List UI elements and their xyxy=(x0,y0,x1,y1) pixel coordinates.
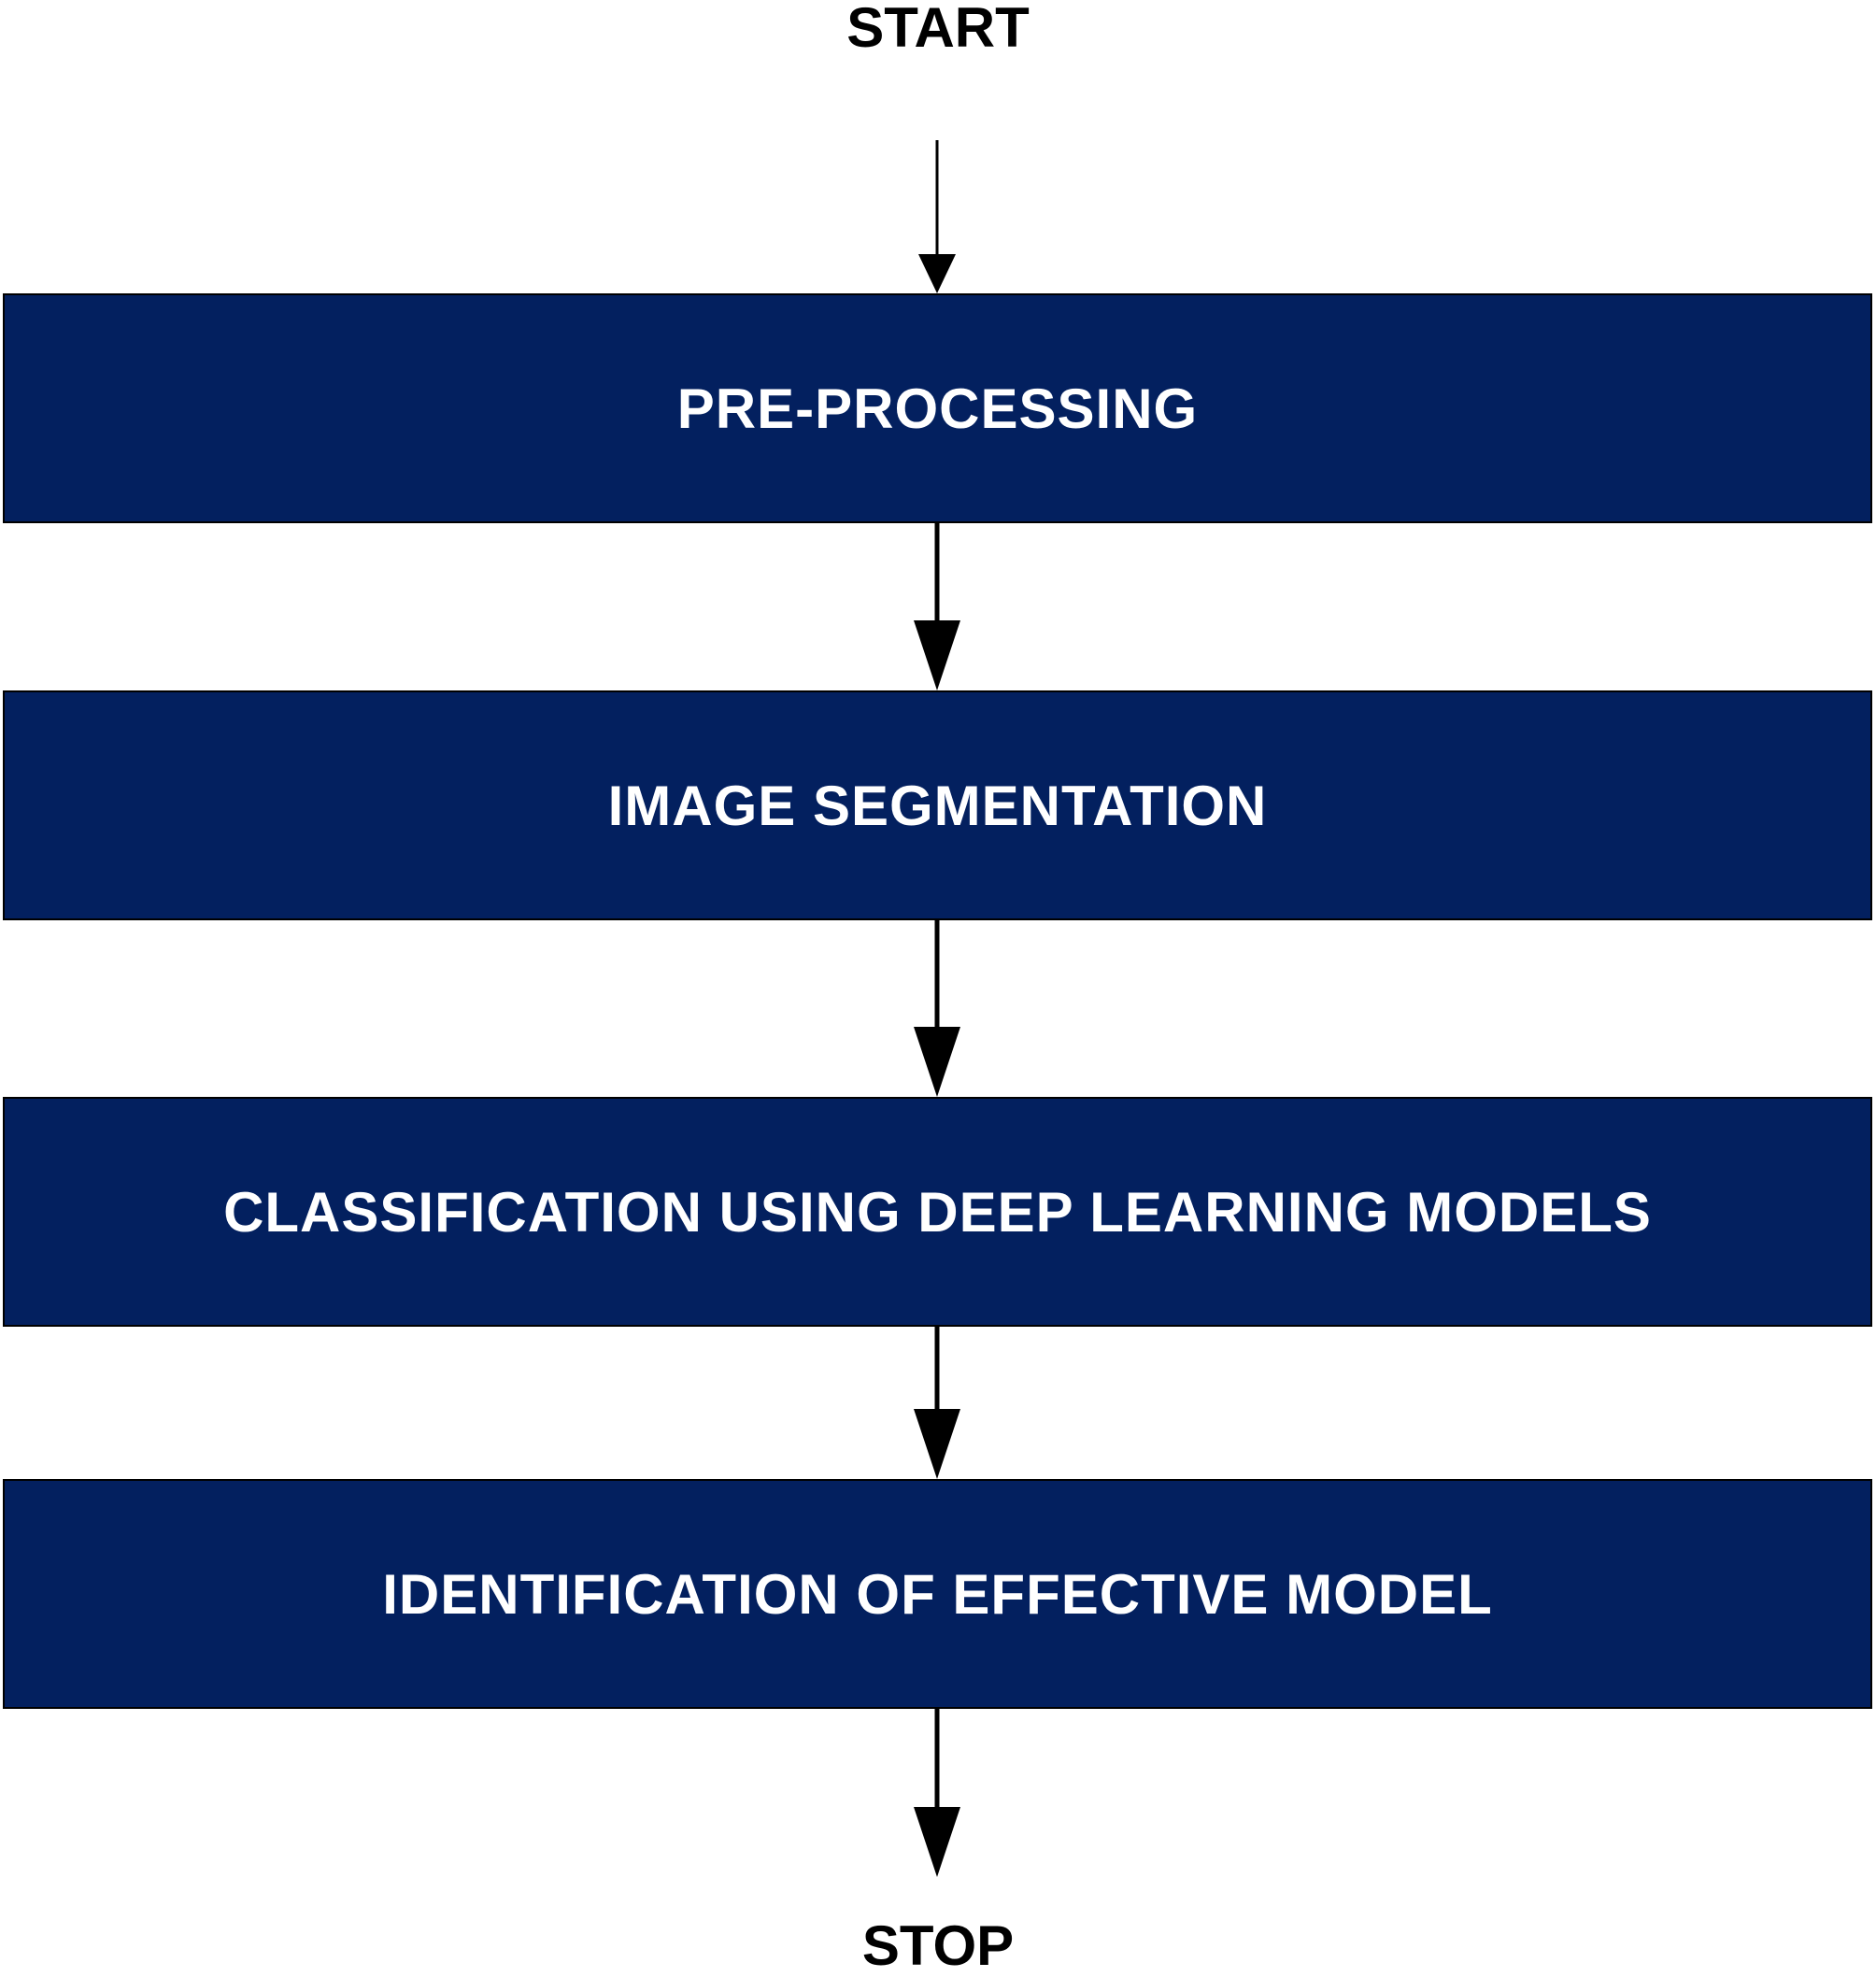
arrow-pre-processing-to-segmentation xyxy=(914,523,960,690)
arrow-start-to-pre-processing xyxy=(918,140,956,293)
arrow-segmentation-to-classification xyxy=(914,920,960,1097)
step-label: CLASSIFICATION USING DEEP LEARNING MODEL… xyxy=(223,1180,1652,1244)
stop-label: STOP xyxy=(861,1914,1015,1977)
step-box-pre-processing: PRE-PROCESSING xyxy=(3,293,1872,523)
step-label: IDENTIFICATION OF EFFECTIVE MODEL xyxy=(382,1562,1493,1626)
arrow-classification-to-identification xyxy=(914,1327,960,1479)
arrow-identification-to-stop xyxy=(914,1709,960,1877)
step-label: PRE-PROCESSING xyxy=(676,377,1199,440)
start-label: START xyxy=(846,0,1030,59)
step-label: IMAGE SEGMENTATION xyxy=(607,774,1268,837)
step-box-identification: IDENTIFICATION OF EFFECTIVE MODEL xyxy=(3,1479,1872,1709)
step-box-classification: CLASSIFICATION USING DEEP LEARNING MODEL… xyxy=(3,1097,1872,1327)
step-box-image-segmentation: IMAGE SEGMENTATION xyxy=(3,690,1872,920)
